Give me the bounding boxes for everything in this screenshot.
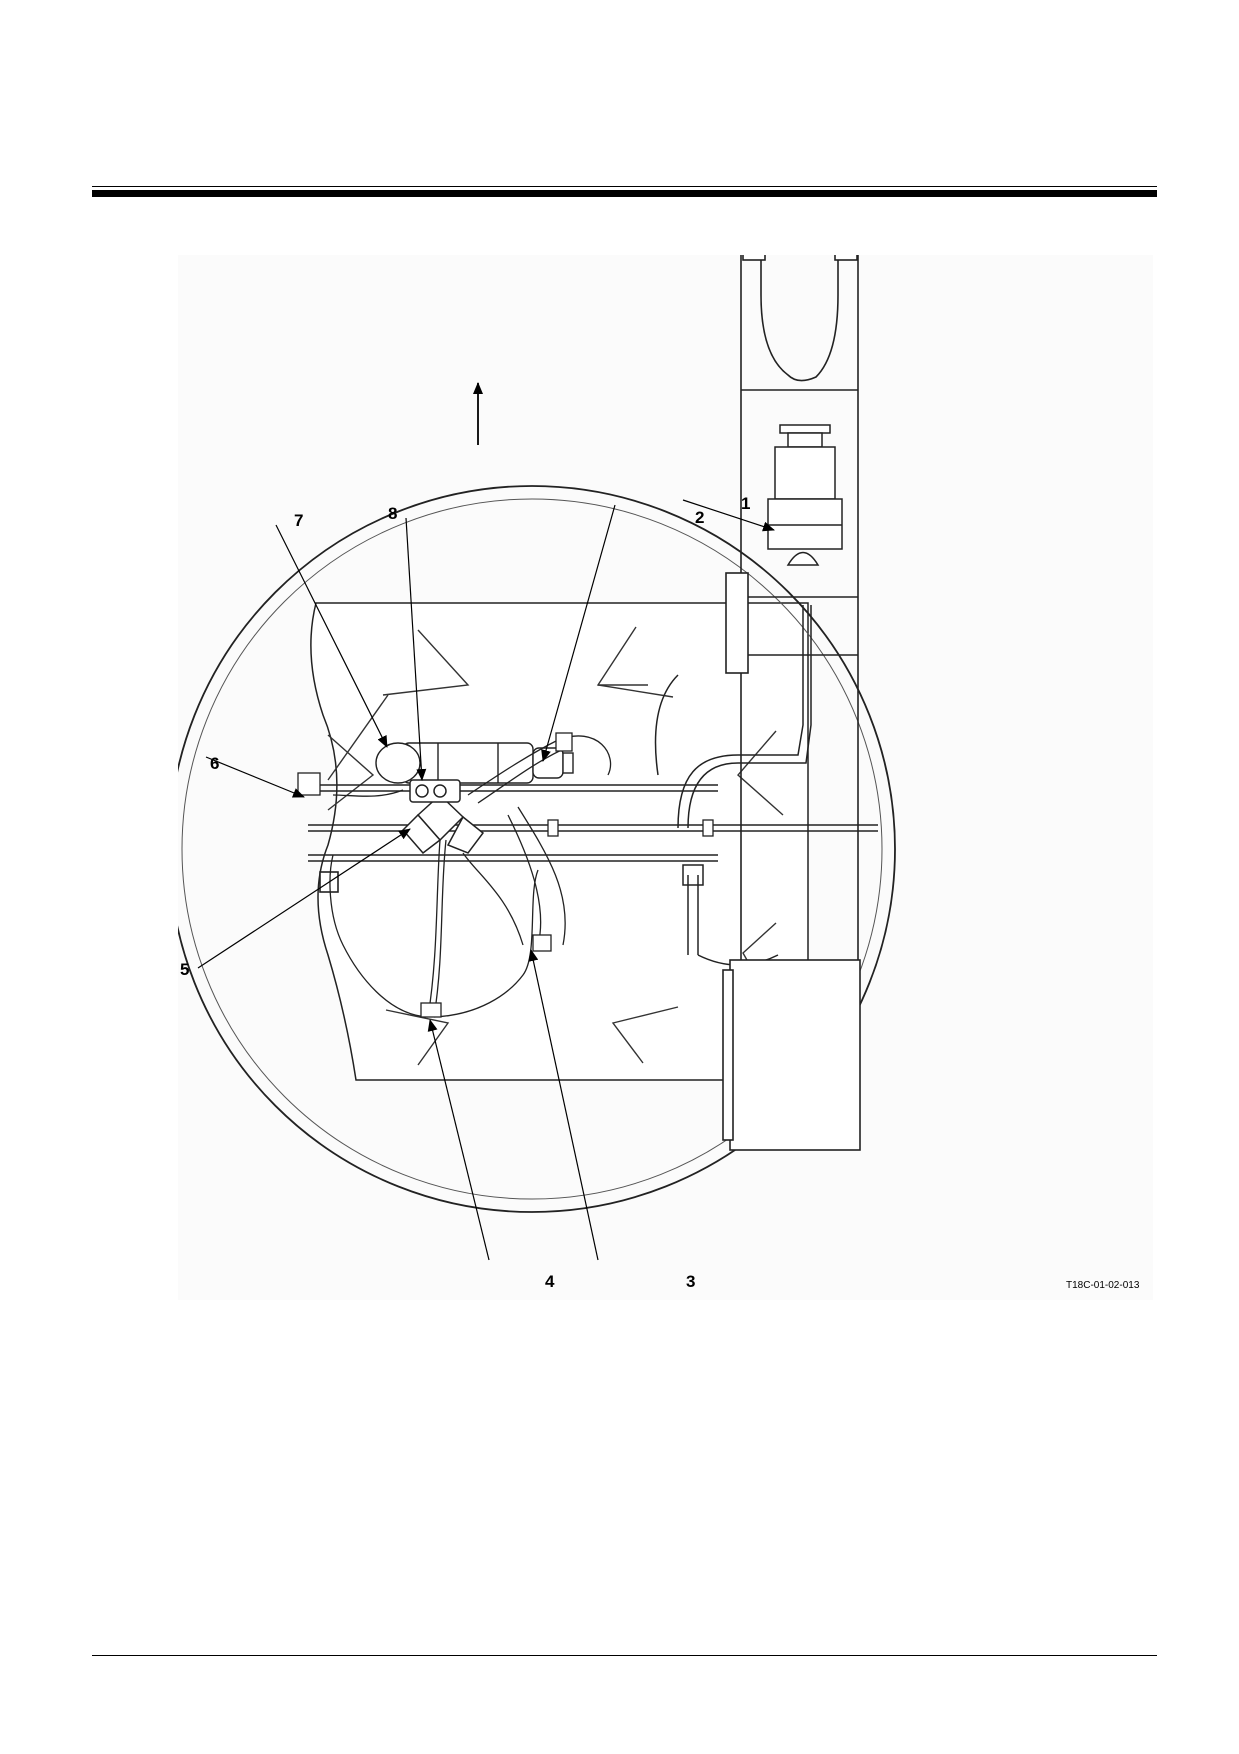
center-valve <box>401 779 485 855</box>
hoist-cylinder <box>767 424 843 566</box>
turntable-plate <box>310 602 809 1081</box>
turntable-inner-ring <box>181 498 883 1200</box>
callout-4: 4 <box>545 1272 555 1291</box>
header-rule <box>92 190 1157 197</box>
diagram-svg: 1 2 3 4 5 6 7 8 T18C-01-02-013 <box>178 255 1140 1291</box>
accumulator <box>375 742 574 784</box>
technical-diagram: 1 2 3 4 5 6 7 8 T18C-01-02-013 <box>178 255 1153 1300</box>
callout-8: 8 <box>388 504 397 523</box>
callout-3: 3 <box>686 1272 695 1291</box>
leader-lines <box>197 499 775 1261</box>
mast <box>722 255 861 1151</box>
footer-rule <box>92 1655 1157 1656</box>
callout-7: 7 <box>294 511 303 530</box>
pipe-run <box>654 605 812 966</box>
callout-5: 5 <box>180 960 189 979</box>
callout-6: 6 <box>210 754 219 773</box>
figure-code: T18C-01-02-013 <box>1066 1280 1140 1291</box>
turntable-ring <box>178 485 896 1213</box>
inner-frame <box>327 626 784 1066</box>
callout-2: 2 <box>695 508 704 527</box>
callout-1: 1 <box>741 494 750 513</box>
header-rule-thin <box>92 186 1157 187</box>
hydraulic-hoses <box>329 735 612 1018</box>
